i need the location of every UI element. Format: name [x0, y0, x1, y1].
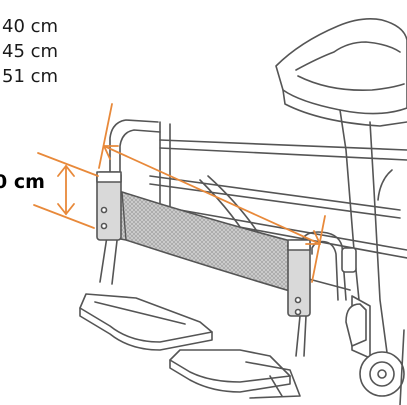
width-dimension-line: [103, 145, 321, 245]
height-extension-top: [37, 152, 99, 177]
height-arrowhead-top: [57, 164, 75, 177]
width-arrowhead-left: [103, 145, 119, 160]
height-arrowhead-bottom: [57, 203, 75, 216]
width-extension-right: [311, 215, 326, 283]
width-options-list: 40 cm 45 cm 51 cm: [2, 14, 58, 89]
height-label: 0 cm: [0, 171, 45, 193]
left-bracket: [96, 171, 122, 241]
width-option: 40 cm: [2, 16, 59, 37]
width-dimension: [98, 103, 326, 283]
width-extension-left: [98, 103, 113, 169]
width-option: 51 cm: [2, 66, 59, 87]
right-bracket: [287, 239, 357, 317]
chair-frame: [79, 18, 407, 405]
back-strap: [103, 187, 303, 295]
width-option: 45 cm: [2, 41, 59, 62]
height-extension-bottom: [33, 204, 95, 229]
width-arrowhead-right: [305, 230, 321, 245]
height-dimension: [33, 152, 99, 229]
